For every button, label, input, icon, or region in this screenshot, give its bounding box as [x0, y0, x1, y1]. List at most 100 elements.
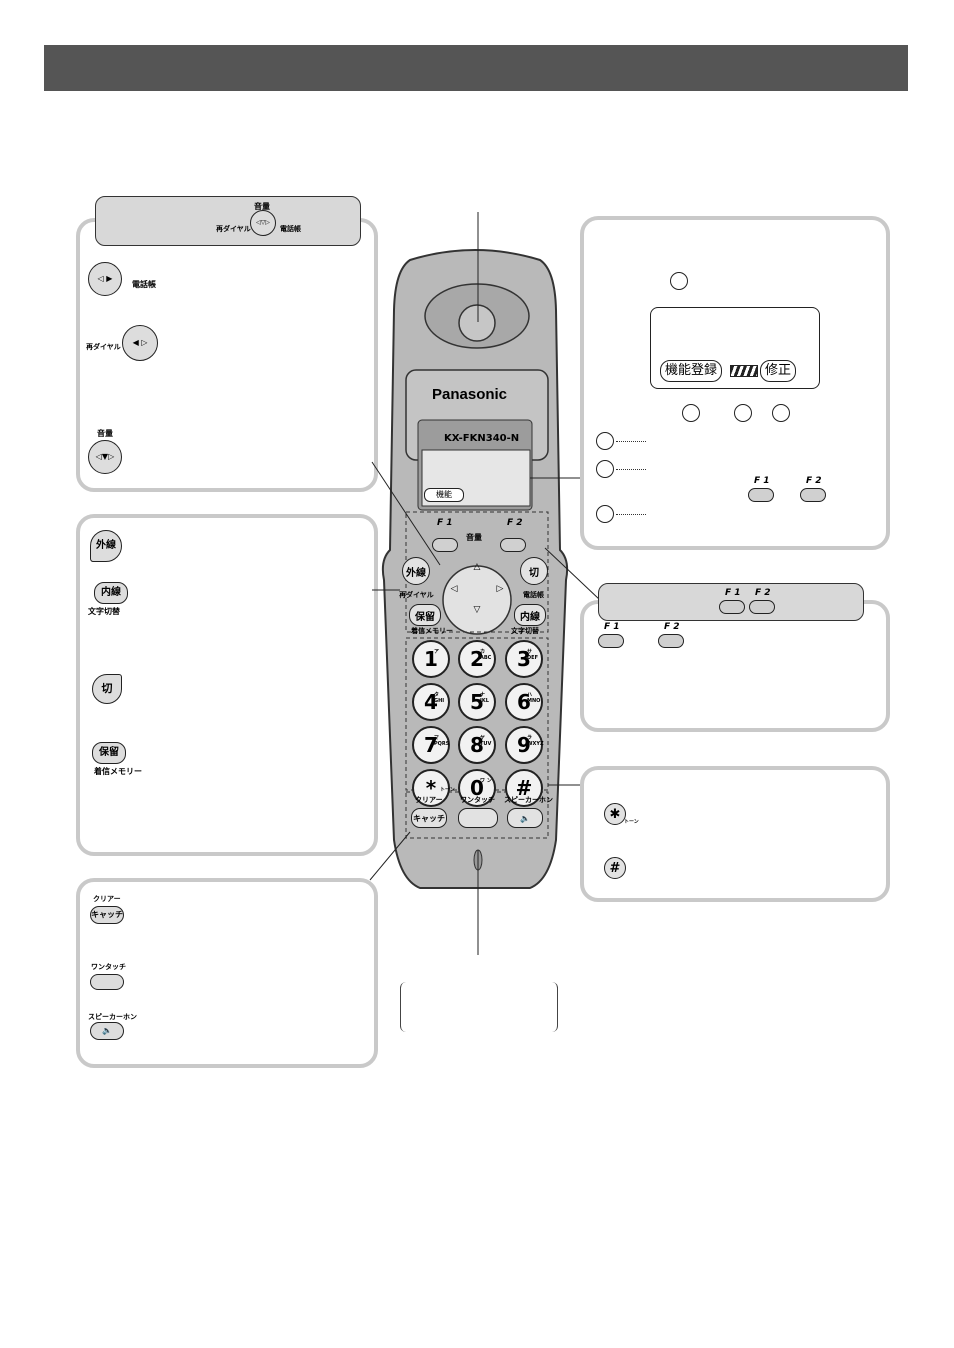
callout-circle-3 [772, 404, 790, 422]
legend-circle-3 [596, 505, 614, 523]
legend-circle-1 [596, 432, 614, 450]
legend-dots-2 [616, 469, 646, 470]
svg-text:▷: ▷ [497, 584, 504, 594]
phone-speaker-key[interactable]: 🔈 [507, 808, 543, 828]
hash-key-icon: # [604, 857, 626, 879]
phone-f1-key[interactable] [432, 538, 458, 552]
phone-horyu-key[interactable]: 保留 [409, 604, 441, 626]
tab-f1-key [719, 600, 745, 614]
tab-up-label: 音量 [254, 202, 270, 211]
fkeys-f2-label: F 2 [664, 622, 680, 632]
display-btn-kinoutouroku: 機能登録 [660, 360, 722, 382]
panel-keys [76, 514, 378, 856]
panel-star-hash [580, 766, 890, 902]
nav-left-label: 再ダイヤル [86, 343, 121, 351]
phone-onetouch-label: ワンタッチ [460, 796, 495, 804]
tab-fkeys: F 1 F 2 [598, 583, 864, 621]
numpad-key-9[interactable]: 9 [505, 726, 543, 764]
legend-dots-1 [616, 441, 646, 442]
numpad-key-sub-2: カ ABC [480, 649, 492, 661]
callout-circle-2 [734, 404, 752, 422]
numpad-key-1[interactable]: 1 [412, 640, 450, 678]
tab-right-label: 電話帳 [280, 225, 301, 233]
numpad-key-sub-6: ハ MNO [527, 692, 541, 704]
numpad-key-sub-8: ヤ TUV [480, 735, 492, 747]
nav-key-icon: ◁▽▷ [250, 210, 276, 236]
nav-up-icon: ◁▼▷ [88, 440, 122, 474]
moji-label: 文字切替 [88, 607, 120, 616]
tab-left-label: 再ダイヤル [216, 225, 251, 233]
onetouch-key-icon [90, 974, 124, 990]
numpad-key-sub-0: ワ ン [480, 778, 492, 784]
phone-phonebook-label: 電話帳 [523, 591, 544, 599]
star-key-icon: ✱ [604, 803, 626, 825]
svg-text:▽: ▽ [474, 605, 481, 615]
panel-function-keys [76, 878, 378, 1068]
display-f2-key [800, 488, 826, 502]
chakushin-label: 着信メモリー [94, 767, 142, 776]
phone-f2-key[interactable] [500, 538, 526, 552]
numpad-key-0[interactable]: 0 [458, 769, 496, 807]
numpad-key-8[interactable]: 8 [458, 726, 496, 764]
callout-circle-top [670, 272, 688, 290]
display-f1-label: F 1 [754, 476, 770, 486]
nav-left-icon: ◀ ▷ [122, 325, 158, 361]
display-btn-shusei: 修正 [760, 360, 796, 382]
tab-f2-label: F 2 [755, 588, 771, 598]
tab-f2-key [749, 600, 775, 614]
numpad-key-7[interactable]: 7 [412, 726, 450, 764]
phone-naisen-key[interactable]: 内線 [514, 604, 546, 626]
tab-nav-key: 音量 再ダイヤル ◁▽▷ 電話帳 [95, 196, 361, 246]
svg-text:△: △ [474, 562, 481, 572]
phone-moji-label: 文字切替 [511, 627, 539, 635]
tab-f1-label: F 1 [725, 588, 741, 598]
fkeys-f2-key [658, 634, 684, 648]
phone-onetouch-key[interactable] [458, 808, 498, 828]
display-f1-key [748, 488, 774, 502]
numpad-key-4[interactable]: 4 [412, 683, 450, 721]
phone-redial-label: 再ダイヤル [399, 591, 434, 599]
phone-clear-label: クリアー [415, 796, 443, 804]
legend-circle-2 [596, 460, 614, 478]
phone-gaisen-key[interactable]: 外線 [402, 557, 430, 585]
numpad-key-5[interactable]: 5 [458, 683, 496, 721]
numpad-key-3[interactable]: 3 [505, 640, 543, 678]
numpad-key-sub-9: ラ WXYZ [527, 735, 544, 747]
numpad-key-sub-4: タ GHI [434, 692, 445, 704]
clear-label: クリアー [93, 895, 121, 903]
note-bracket [400, 982, 558, 1032]
speaker-label: スピーカーホン [88, 1013, 137, 1021]
gaisen-key-icon: 外線 [90, 530, 122, 562]
nav-right-label: 電話帳 [132, 280, 156, 289]
fkeys-f1-key [598, 634, 624, 648]
phone-catch-key[interactable]: キャッチ [411, 808, 447, 828]
numpad-key-star[interactable]: * [412, 769, 450, 807]
numpad-key-2[interactable]: 2 [458, 640, 496, 678]
catch-key-icon: キャッチ [90, 906, 124, 924]
star-key-sub: トーン [624, 819, 639, 825]
phone-volume-label: 音量 [466, 533, 482, 542]
phone-brand: Panasonic [432, 386, 508, 403]
numpad-key-sub-3: サ DEF [527, 649, 538, 661]
phone-model: KX-FKN340-N [444, 433, 520, 444]
legend-dots-3 [616, 514, 646, 515]
battery-icon [730, 365, 758, 377]
kiri-key-icon: 切 [92, 674, 122, 704]
phone-speaker-label: スピーカーホン [504, 796, 553, 804]
svg-text:◁: ◁ [451, 584, 458, 594]
naisen-key-icon: 内線 [94, 582, 128, 604]
numpad-key-hash[interactable]: # [505, 769, 543, 807]
onetouch-label: ワンタッチ [91, 963, 126, 971]
numpad-tone-label: トーン [440, 787, 455, 793]
numpad-key-6[interactable]: 6 [505, 683, 543, 721]
header-bar [44, 45, 908, 91]
fkeys-f1-label: F 1 [604, 622, 620, 632]
speaker-key-icon: 🔈 [90, 1022, 124, 1040]
numpad-key-sub-7: マ PQRS [434, 735, 450, 747]
numpad-key-sub-1: ア [434, 649, 440, 655]
phone-f1-label: F 1 [437, 518, 453, 528]
phone-kiri-key[interactable]: 切 [520, 557, 548, 585]
numpad-key-sub-5: ナ JKL [480, 692, 489, 704]
horyu-key-icon: 保留 [92, 742, 126, 764]
